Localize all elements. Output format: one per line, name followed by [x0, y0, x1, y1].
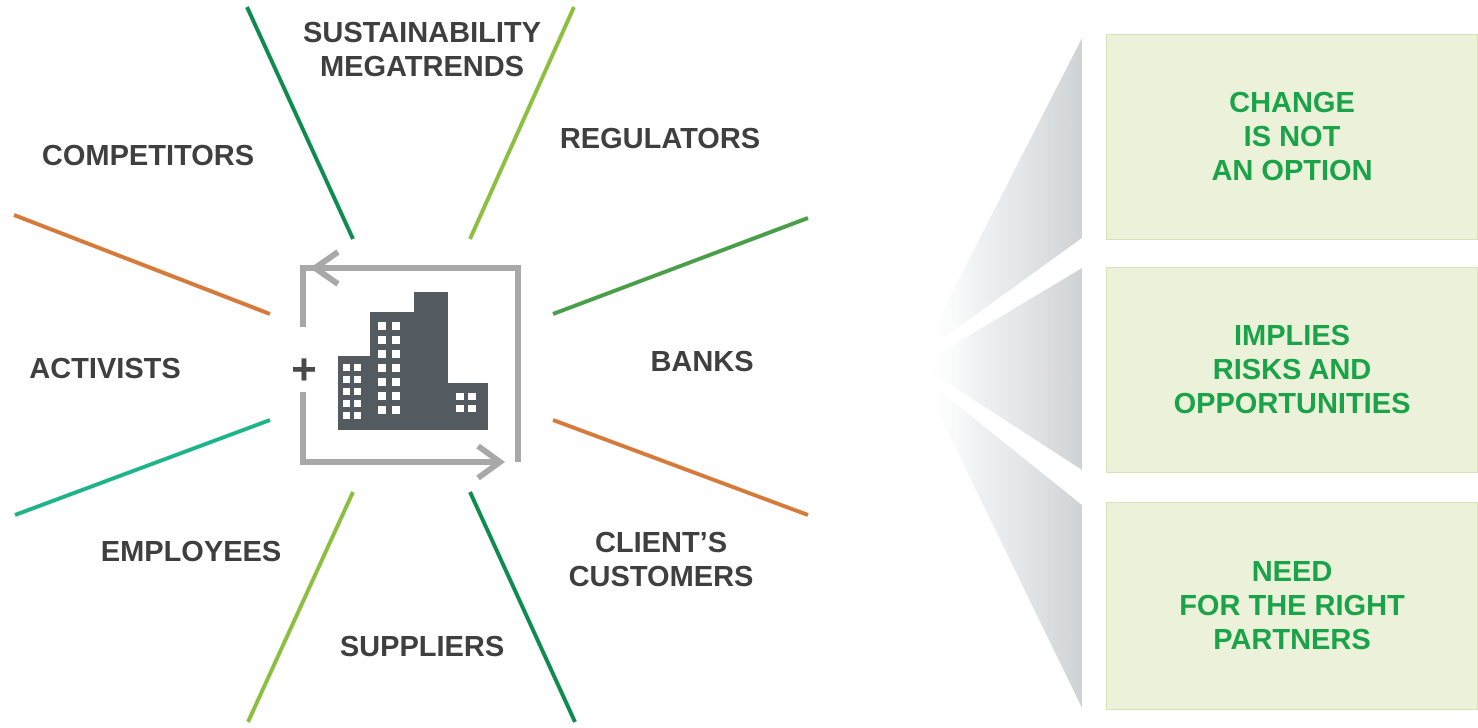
- line-employees: [14, 418, 271, 517]
- label-employees: EMPLOYEES: [100, 536, 282, 568]
- office-building-icon: [338, 292, 488, 430]
- line-clients-customers: [552, 418, 809, 517]
- label-regulators: REGULATORS: [559, 123, 761, 155]
- outcome-box-risks: IMPLIES RISKS AND OPPORTUNITIES: [1106, 267, 1478, 473]
- label-banks: BANKS: [650, 346, 754, 378]
- funnel-wedge-middle: [920, 268, 1082, 470]
- label-competitors: COMPETITORS: [41, 140, 255, 172]
- outcome-box-partners: NEED FOR THE RIGHT PARTNERS: [1106, 502, 1478, 710]
- line-banks: [552, 216, 809, 316]
- line-suppliers: [468, 491, 577, 723]
- funnel-wedge-bottom: [920, 375, 1082, 708]
- line-sustainability: [245, 6, 355, 240]
- label-clients-customers: CLIENT’S CUSTOMERS: [568, 527, 754, 593]
- label-sustainability-megatrends: SUSTAINABILITY MEGATRENDS: [303, 17, 541, 83]
- outcome-text-risks: IMPLIES RISKS AND OPPORTUNITIES: [1173, 320, 1411, 420]
- funnel-wedge-top: [920, 38, 1082, 355]
- outcome-box-change: CHANGE IS NOT AN OPTION: [1106, 34, 1478, 240]
- outcome-text-partners: NEED FOR THE RIGHT PARTNERS: [1179, 556, 1405, 656]
- plus-symbol: +: [291, 345, 317, 394]
- line-competitors: [13, 213, 271, 316]
- circular-arrow-icon: [300, 249, 521, 481]
- outcome-text-change: CHANGE IS NOT AN OPTION: [1211, 87, 1373, 187]
- line-employees-lower: [246, 491, 355, 723]
- label-suppliers: SUPPLIERS: [339, 631, 505, 663]
- label-activists: ACTIVISTS: [29, 353, 181, 385]
- line-regulators: [468, 6, 576, 240]
